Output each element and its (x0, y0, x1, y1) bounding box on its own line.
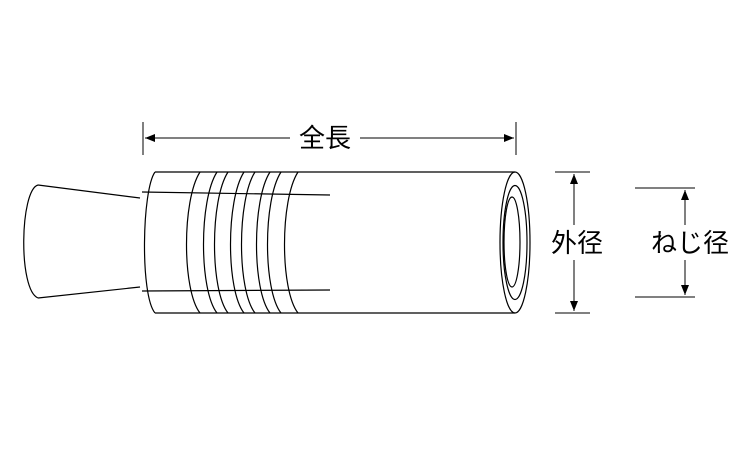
outer-diameter-dimension (555, 171, 590, 314)
cone-plug (23, 184, 141, 299)
sleeve-end-face (499, 171, 531, 314)
outer-diameter-label: 外径 (551, 229, 603, 259)
total-length-label: 全長 (299, 124, 351, 154)
thread-diameter-dimension (635, 187, 695, 298)
thread-diameter-label: ねじ径 (651, 229, 729, 259)
sleeve-body (141, 171, 515, 314)
total-length-dimension (142, 122, 517, 155)
expansion-rings (185, 171, 299, 314)
